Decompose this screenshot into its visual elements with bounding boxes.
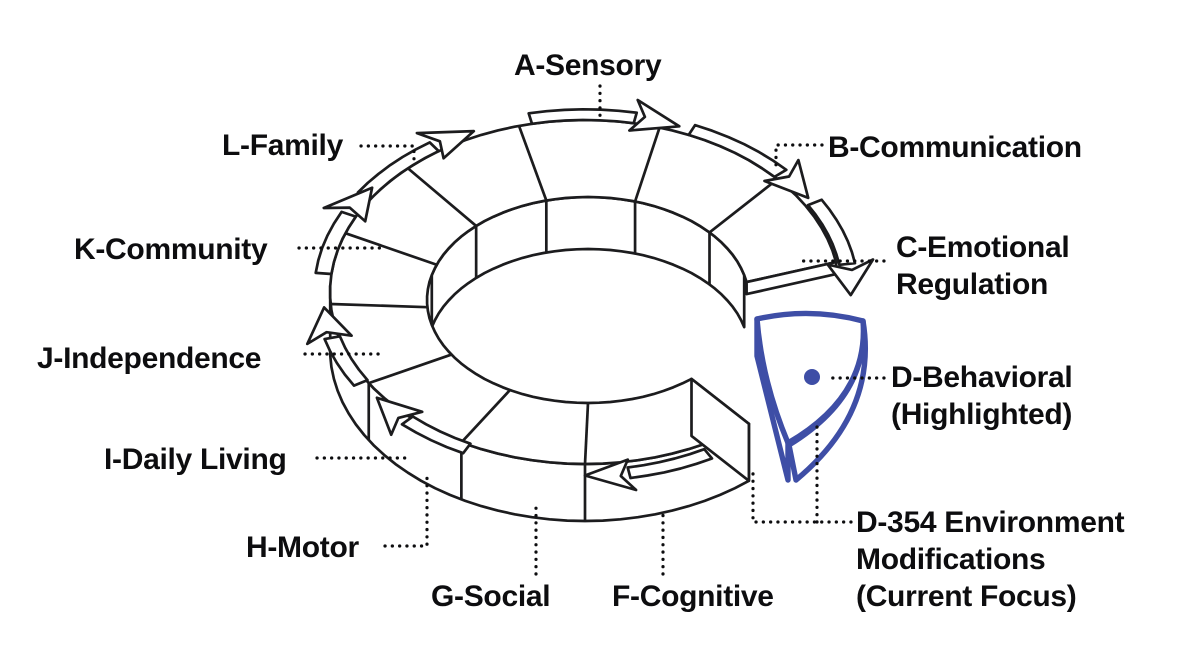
segment-divider	[583, 402, 590, 465]
label-f-cognitive: F-Cognitive	[612, 580, 774, 613]
leader-d354-left	[751, 468, 853, 524]
label-l-family: L-Family	[222, 129, 343, 162]
flow-arrow-body	[314, 210, 358, 276]
flow-arrow-head	[763, 158, 810, 200]
label-a-sensory: A-Sensory	[514, 49, 662, 82]
label-i-daily-living: I-Daily Living	[104, 443, 287, 476]
flow-arrow-body	[687, 123, 788, 179]
label-j-independence: J-Independence	[37, 342, 262, 375]
segment-divider	[460, 389, 511, 444]
segment-divider	[517, 125, 548, 201]
flow-arrow-head	[305, 306, 353, 346]
segment-divider	[344, 231, 438, 267]
flow-arrow-body	[527, 107, 639, 126]
flow-arrow-head	[583, 458, 638, 492]
slot-cut-face	[690, 377, 751, 483]
flow-arrow-head	[415, 129, 476, 160]
highlight-dot	[804, 369, 820, 385]
segment-divider	[406, 167, 478, 227]
flow-arrow-body	[806, 198, 857, 267]
label-d354-environment-modifications: D-354 Environment Modifications (Current…	[856, 506, 1125, 613]
flow-arrow-head	[628, 98, 681, 132]
leader-h-motor	[383, 472, 429, 548]
segment-divider	[633, 127, 661, 202]
flow-arrow-head	[826, 258, 875, 297]
flow-arrow-head	[375, 396, 424, 437]
label-g-social: G-Social	[431, 580, 551, 613]
label-c-emotional-regulation: C-Emotional Regulation	[896, 231, 1070, 301]
leader-l-family	[359, 144, 416, 167]
flow-arrow-body	[626, 447, 714, 480]
flow-arrow-body	[323, 334, 369, 387]
flow-arrow-head	[322, 186, 374, 223]
segment-divider	[330, 302, 428, 309]
segment-divider	[708, 178, 779, 234]
label-h-motor: H-Motor	[246, 531, 359, 564]
label-d-behavioral-highlighted: D-Behavioral (Highlighted)	[891, 361, 1073, 431]
flow-arrow-body	[356, 141, 441, 200]
flow-arrow-body	[400, 415, 472, 455]
segment-divider	[368, 353, 452, 385]
leader-b-communication	[774, 143, 824, 169]
label-k-community: K-Community	[74, 233, 268, 266]
label-b-communication: B-Communication	[828, 131, 1082, 164]
